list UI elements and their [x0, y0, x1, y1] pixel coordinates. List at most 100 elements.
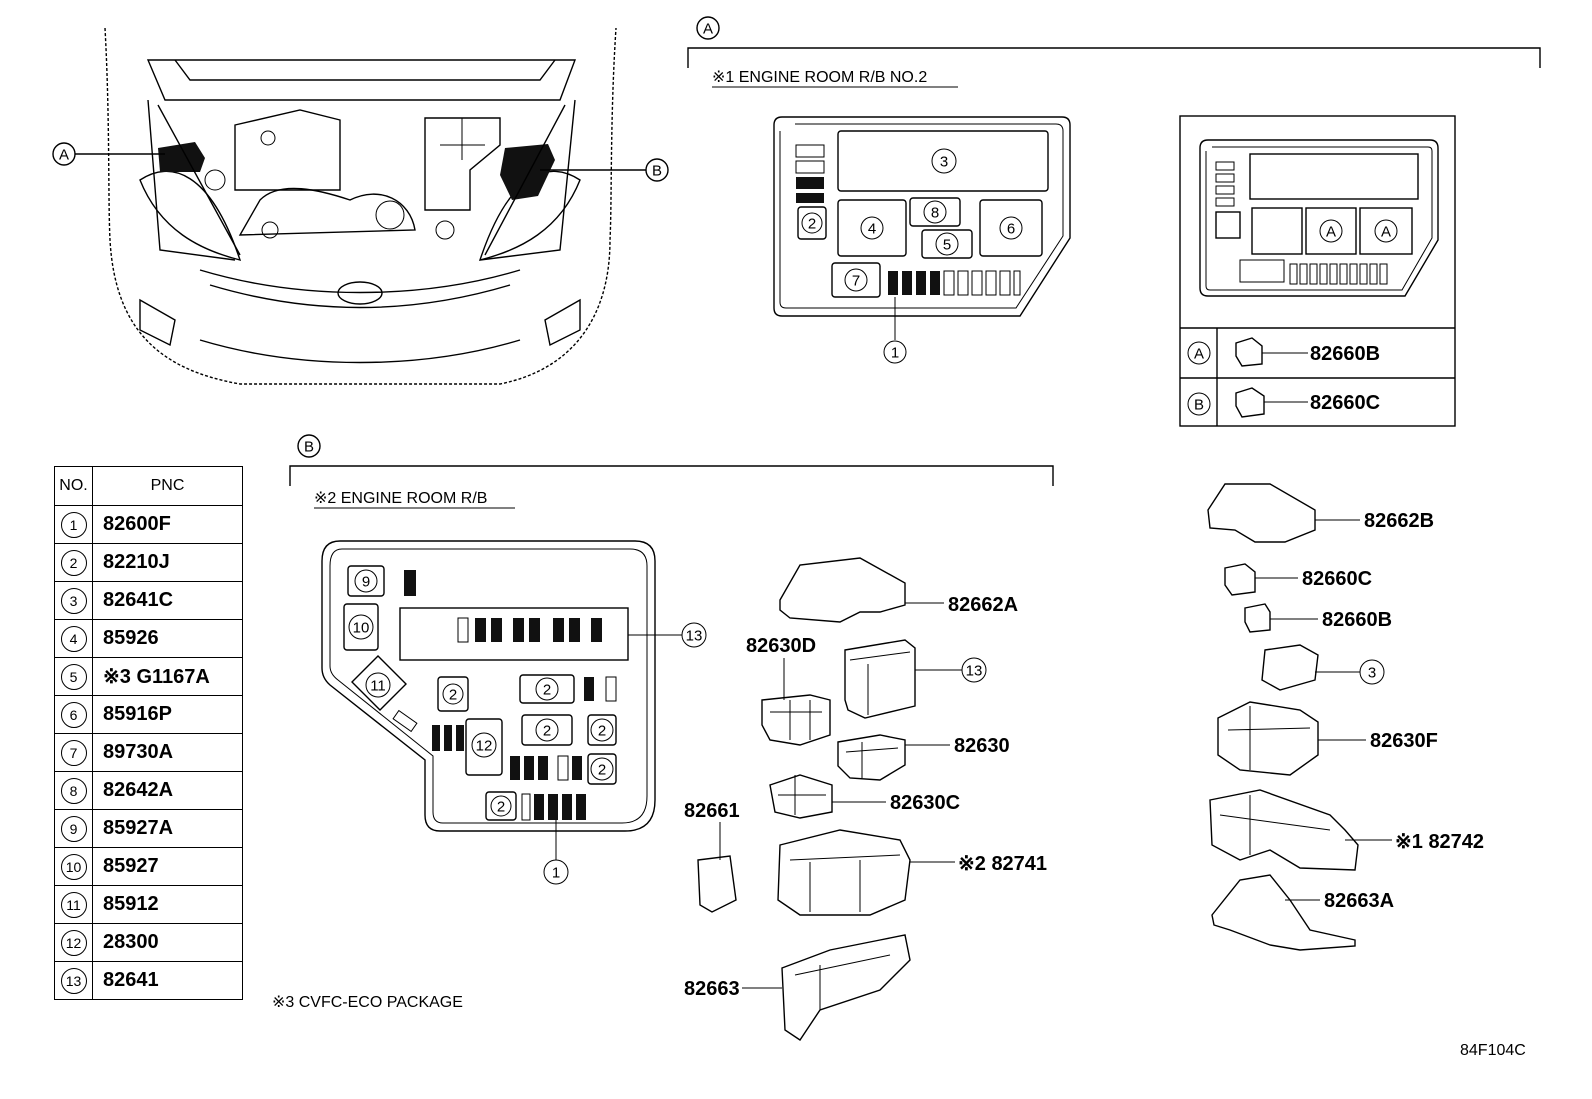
row-no: 6 [60, 701, 87, 728]
row-pnc: 82641 [92, 961, 243, 1000]
svg-text:82630C: 82630C [890, 792, 960, 814]
fuse-row-b1 [457, 617, 602, 643]
row-pnc: 85927A [92, 809, 243, 848]
section-b: B ※2 ENGINE ROOM R/B 9 10 13 11 [289, 434, 1054, 885]
svg-text:A: A [1326, 224, 1336, 241]
svg-text:82660C: 82660C [1310, 392, 1380, 414]
row-no: 5 [60, 663, 87, 690]
row-pnc: 82641C [92, 581, 243, 620]
row-pnc: 82600F [92, 505, 243, 544]
car-engine-bay-drawing [104, 27, 617, 385]
row-pnc: 82642A [92, 771, 243, 810]
svg-text:9: 9 [362, 574, 370, 591]
svg-text:12: 12 [476, 738, 493, 755]
svg-text:2: 2 [497, 799, 505, 816]
row-no: 3 [60, 587, 87, 614]
svg-text:2: 2 [449, 687, 457, 704]
svg-text:3: 3 [1368, 665, 1376, 682]
row-pnc: ※3 G1167A [92, 657, 243, 696]
svg-text:2: 2 [543, 723, 551, 740]
row-pnc: 85926 [92, 619, 243, 658]
svg-text:82662B: 82662B [1364, 510, 1434, 532]
svg-text:13: 13 [966, 663, 983, 680]
row-pnc: 28300 [92, 923, 243, 962]
svg-text:1: 1 [891, 345, 899, 362]
relay-row-b: B 82660C [1187, 387, 1380, 418]
svg-text:B: B [1194, 397, 1204, 414]
section-b-title: ※2 ENGINE ROOM R/B [314, 490, 487, 507]
row-no: 2 [60, 549, 87, 576]
svg-text:8: 8 [931, 205, 939, 222]
svg-text:82660C: 82660C [1302, 568, 1372, 590]
diagram-id: 84F104C [1460, 1042, 1526, 1059]
svg-text:2: 2 [808, 216, 816, 233]
callout-a: A [52, 142, 165, 166]
svg-text:※1 82742: ※1 82742 [1395, 831, 1484, 853]
row-no: 12 [60, 929, 87, 956]
row-no: 4 [60, 625, 87, 652]
svg-text:11: 11 [370, 678, 386, 695]
fuse-row-a2 [1289, 263, 1388, 285]
svg-text:82663A: 82663A [1324, 890, 1394, 912]
row-no: 8 [60, 777, 87, 804]
svg-text:A: A [59, 147, 69, 164]
svg-text:82630: 82630 [954, 735, 1010, 757]
svg-text:2: 2 [598, 762, 606, 779]
row-pnc: 82210J [92, 543, 243, 582]
svg-text:4: 4 [868, 221, 876, 238]
svg-text:82630F: 82630F [1370, 730, 1438, 752]
svg-text:5: 5 [943, 237, 951, 254]
row-no: 11 [60, 891, 87, 918]
svg-text:82663: 82663 [684, 978, 740, 1000]
header-no: NO. [54, 466, 93, 506]
table-row: 5※3 G1167A [54, 657, 243, 696]
svg-text:82660B: 82660B [1310, 343, 1380, 365]
fuse-row-a [888, 270, 1021, 296]
svg-text:A: A [1381, 224, 1391, 241]
svg-text:3: 3 [940, 154, 948, 171]
row-no: 1 [60, 511, 87, 538]
svg-text:B: B [304, 439, 314, 456]
svg-text:1: 1 [552, 865, 560, 882]
svg-text:82662A: 82662A [948, 594, 1018, 616]
svg-text:82661: 82661 [684, 800, 740, 822]
svg-text:82630D: 82630D [746, 635, 816, 657]
section-a-title: ※1 ENGINE ROOM R/B NO.2 [712, 69, 927, 86]
row-pnc: 85912 [92, 885, 243, 924]
exploded-parts-center: 82662A 82630D 13 82630 82630C 82661 ※2 8… [684, 557, 1047, 1041]
row-pnc: 85916P [92, 695, 243, 734]
svg-text:2: 2 [543, 682, 551, 699]
row-no: 7 [60, 739, 87, 766]
svg-text:2: 2 [598, 723, 606, 740]
row-pnc: 85927 [92, 847, 243, 886]
svg-text:7: 7 [852, 273, 860, 290]
svg-text:A: A [703, 21, 713, 38]
exploded-parts-right: 82662B 82660C 82660B 3 82630F ※1 82742 8… [1207, 483, 1484, 951]
section-a: A ※1 ENGINE ROOM R/B NO.2 3 2 4 8 6 5 7 [687, 16, 1541, 427]
svg-text:※2 82741: ※2 82741 [958, 853, 1047, 875]
svg-text:A: A [1194, 346, 1204, 363]
svg-text:6: 6 [1007, 221, 1015, 238]
row-no: 13 [60, 967, 87, 994]
pnc-table-header: NO. PNC [54, 466, 243, 506]
svg-text:B: B [652, 163, 662, 180]
svg-text:13: 13 [686, 628, 703, 645]
row-no: 10 [60, 853, 87, 880]
footnote: ※3 CVFC-ECO PACKAGE [272, 994, 463, 1011]
row-no: 9 [60, 815, 87, 842]
svg-text:82660B: 82660B [1322, 609, 1392, 631]
